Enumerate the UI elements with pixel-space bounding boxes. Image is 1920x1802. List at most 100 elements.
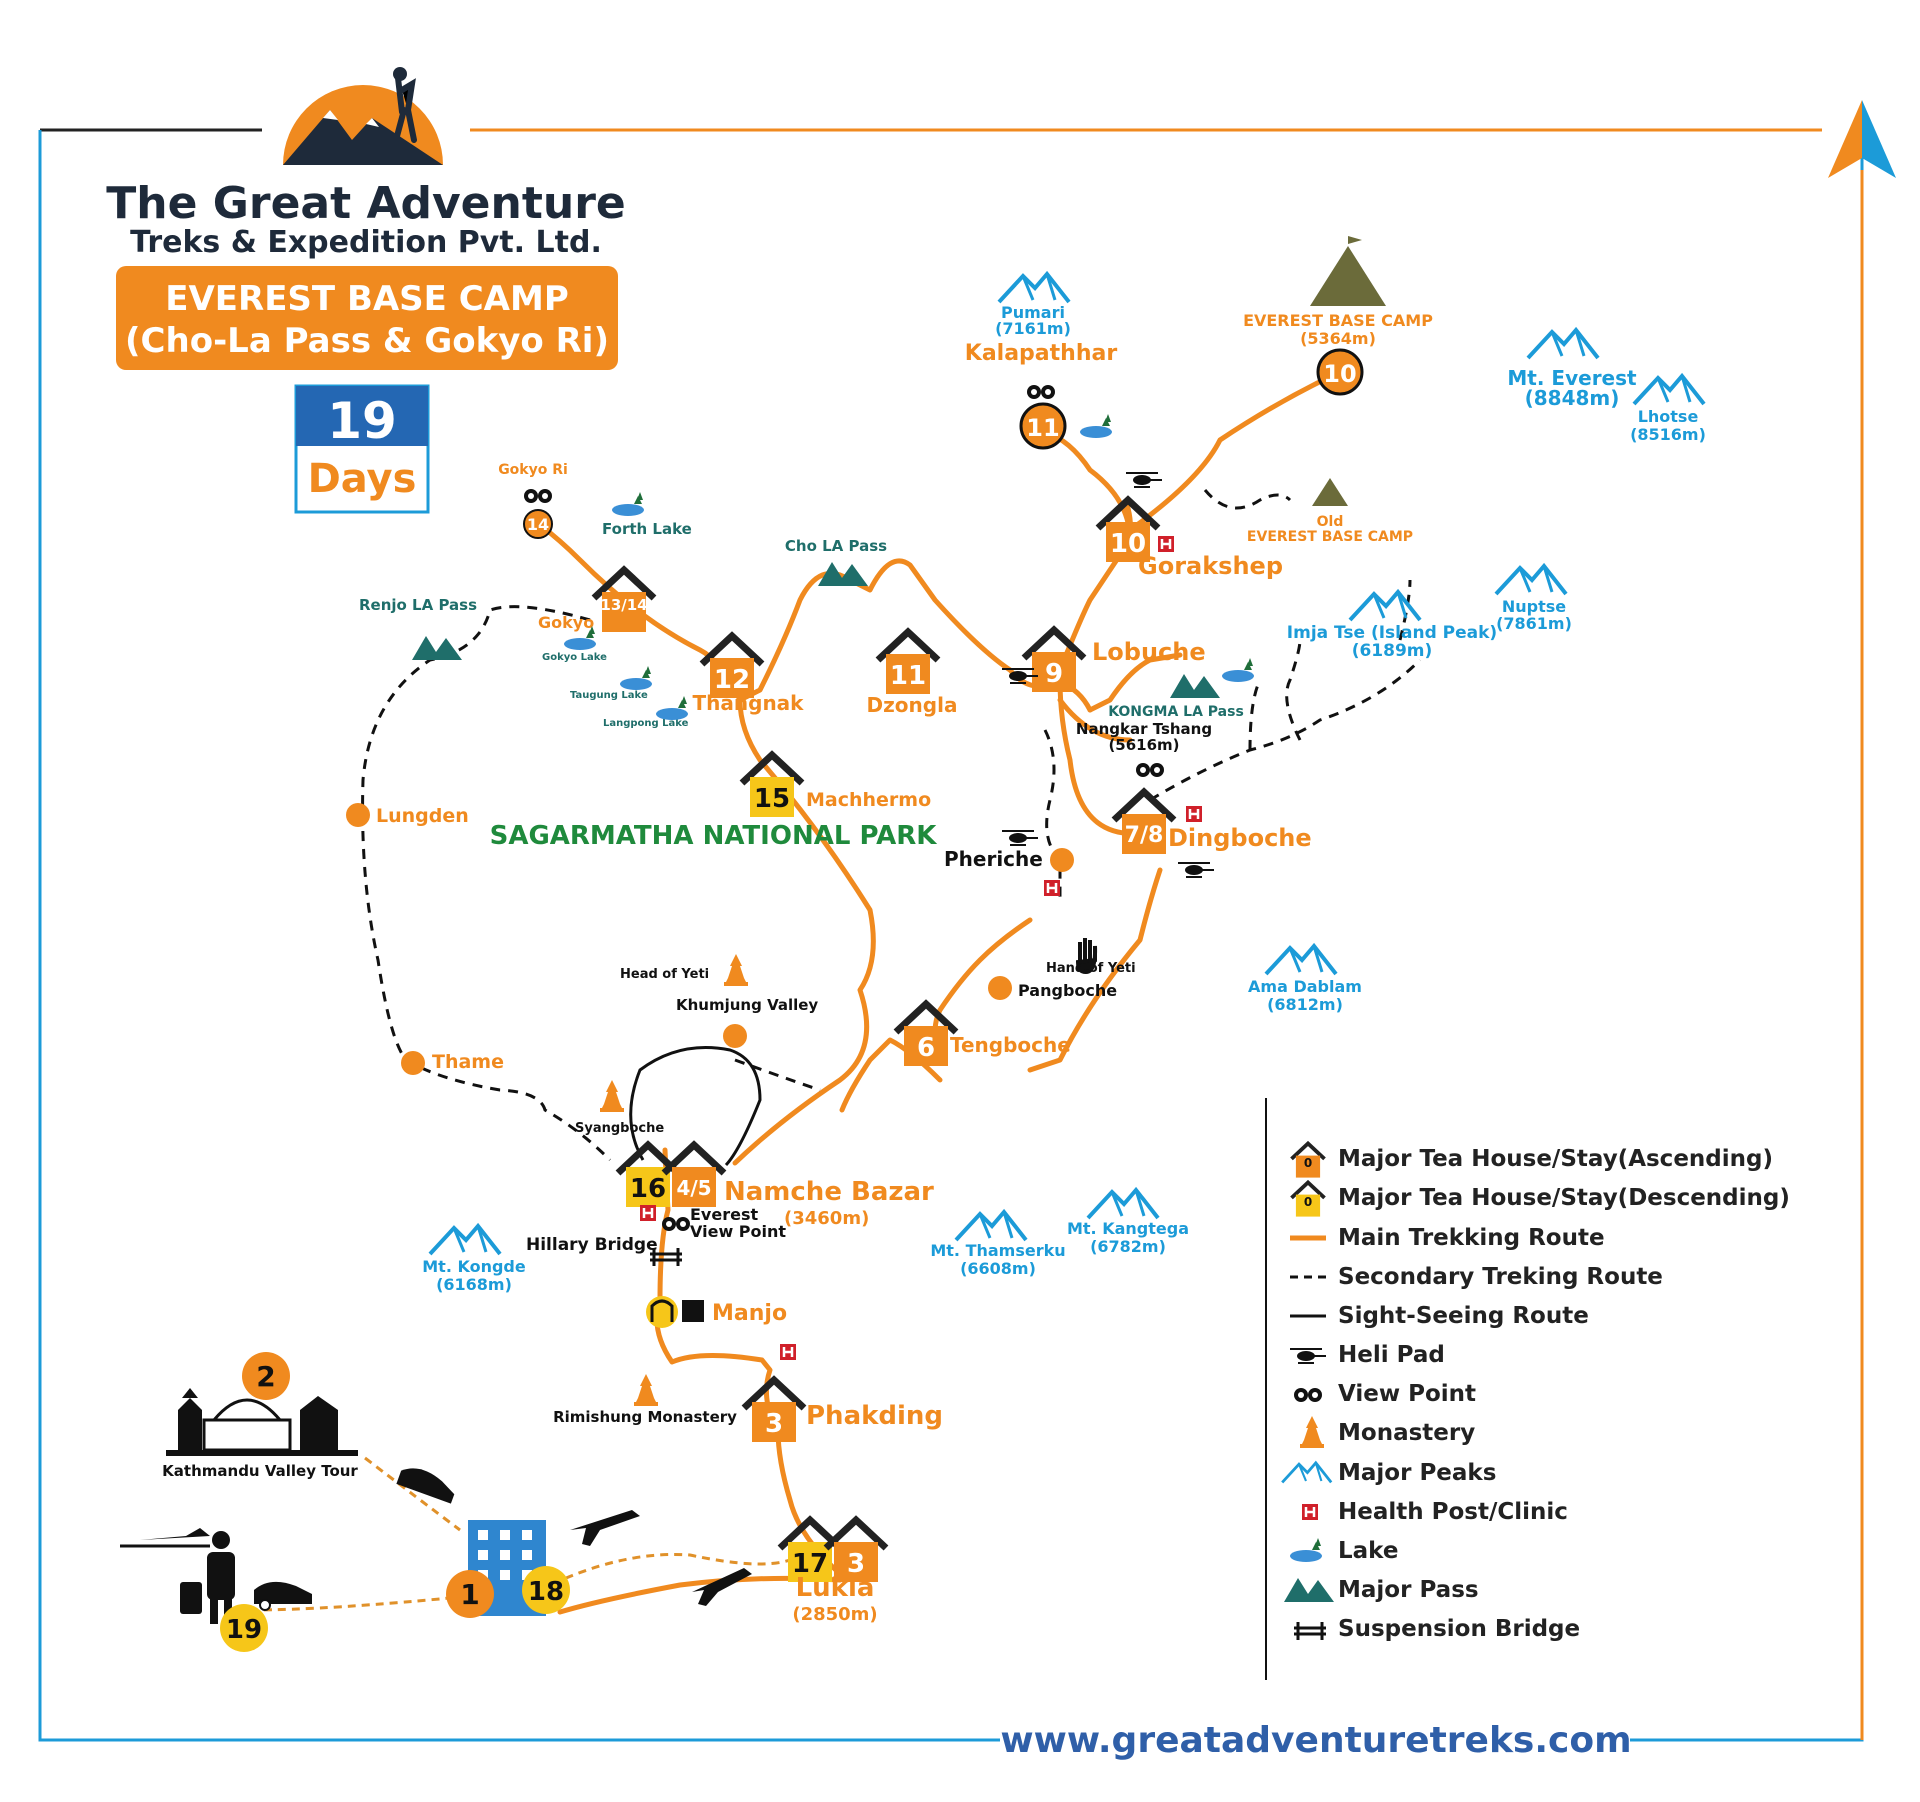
legend-label: Suspension Bridge bbox=[1338, 1616, 1580, 1642]
pangboche-waypoint bbox=[988, 976, 1012, 1000]
lobuche-label: Lobuche bbox=[1092, 638, 1206, 666]
legend-item-health-post: Health Post/Clinic bbox=[1300, 1499, 1568, 1525]
peak-lhotse-alt: (8516m) bbox=[1630, 425, 1706, 444]
airplane-icon bbox=[692, 1568, 752, 1606]
peak-ama-dablam-name: Ama Dablam bbox=[1248, 977, 1362, 996]
company-subname: Treks & Expedition Pvt. Ltd. bbox=[130, 225, 602, 260]
teahouse-lukla-3: 3 bbox=[826, 1520, 886, 1582]
legend-label: Major Peaks bbox=[1338, 1460, 1496, 1486]
kalapatthar-label: Kalapathhar bbox=[965, 341, 1118, 366]
gorakshep-label: Gorakshep bbox=[1138, 552, 1283, 580]
ebc-label-2: (5364m) bbox=[1300, 329, 1376, 348]
teahouse-dingboche-78: 7/8 bbox=[1114, 792, 1174, 854]
lake-icon bbox=[656, 696, 688, 720]
day-marker-2: 2 bbox=[242, 1352, 290, 1400]
pheriche-waypoint bbox=[1050, 848, 1074, 872]
day-marker-11: 11 bbox=[1019, 402, 1067, 450]
duration-unit: Days bbox=[308, 456, 417, 502]
everest-viewpoint-label-1: Everest bbox=[690, 1205, 758, 1224]
peak-kongde-alt: (6168m) bbox=[436, 1275, 512, 1294]
syangboche-label: Syangboche bbox=[575, 1121, 664, 1136]
pheriche-label: Pheriche bbox=[944, 847, 1043, 871]
renjo-label: Renjo LA Pass bbox=[359, 596, 477, 614]
legend-label: Major Tea House/Stay(Descending) bbox=[1338, 1185, 1790, 1211]
lake-icon bbox=[1080, 414, 1112, 438]
renjo-pass-icon bbox=[412, 636, 462, 660]
svg-text:15: 15 bbox=[754, 784, 790, 814]
teahouse-lukla-17: 17 bbox=[780, 1520, 840, 1582]
peak-imja-tse-name: Imja Tse (Island Peak) bbox=[1287, 623, 1497, 643]
day-marker-19: 19 bbox=[220, 1604, 268, 1652]
svg-text:6: 6 bbox=[917, 1033, 935, 1063]
legend-item-major-peaks: Major Peaks bbox=[1280, 1460, 1496, 1486]
hand-of-yeti-icon bbox=[1075, 938, 1098, 975]
peak-lhotse-name: Lhotse bbox=[1638, 407, 1699, 426]
view-point-icon bbox=[662, 1217, 690, 1231]
heli-pad-icon bbox=[1178, 862, 1214, 878]
peak-ama-dablam: Ama Dablam (6812m) bbox=[1248, 944, 1362, 1014]
lukla-label: Lukla bbox=[796, 1573, 875, 1603]
duration-number: 19 bbox=[327, 392, 397, 450]
peak-everest: Mt. Everest (8848m) bbox=[1507, 328, 1637, 410]
peak-kongde-name: Mt. Kongde bbox=[422, 1257, 526, 1276]
secondary-route bbox=[361, 489, 1422, 1162]
dingboche-label: Dingboche bbox=[1168, 824, 1312, 852]
svg-text:4/5: 4/5 bbox=[676, 1176, 711, 1200]
legend-item-major-pass: Major Pass bbox=[1284, 1577, 1479, 1603]
svg-text:16: 16 bbox=[630, 1174, 666, 1204]
website-link[interactable]: www.greatadventuretreks.com bbox=[1000, 1720, 1631, 1761]
svg-text:3: 3 bbox=[847, 1549, 865, 1579]
kathmandu-label: Kathmandu Valley Tour bbox=[162, 1462, 358, 1480]
svg-text:11: 11 bbox=[1026, 414, 1059, 442]
peak-kangtega-alt: (6782m) bbox=[1090, 1237, 1166, 1256]
day-marker-1: 1 bbox=[446, 1570, 494, 1618]
phakding-label: Phakding bbox=[806, 1401, 943, 1431]
legend-label: Lake bbox=[1338, 1538, 1398, 1564]
legend-item-tea-house-descending: 0 Major Tea House/Stay(Descending) bbox=[1289, 1180, 1790, 1219]
legend-item-tea-house-ascending: 0 Major Tea House/Stay(Ascending) bbox=[1289, 1141, 1773, 1180]
map-frame bbox=[38, 128, 1864, 1742]
park-label: SAGARMATHA NATIONAL PARK bbox=[490, 821, 938, 851]
gokyo-label: Gokyo bbox=[538, 613, 594, 632]
head-of-yeti-label: Head of Yeti bbox=[620, 967, 709, 982]
monastery-icon bbox=[724, 954, 748, 986]
peak-pumari-alt: (7161m) bbox=[995, 319, 1071, 338]
legend-label: Secondary Treking Route bbox=[1338, 1264, 1663, 1290]
svg-text:10: 10 bbox=[1323, 360, 1356, 388]
peak-lhotse: Lhotse (8516m) bbox=[1630, 374, 1706, 444]
lake-icon bbox=[620, 666, 652, 690]
teahouse-gorakshep-10: 10 bbox=[1098, 500, 1158, 562]
sightseeing-route bbox=[629, 1046, 762, 1167]
teahouse-thangnak-12: 12 bbox=[702, 636, 762, 698]
forth-lake-label: Forth Lake bbox=[602, 520, 692, 538]
peak-everest-name: Mt. Everest bbox=[1507, 366, 1637, 390]
legend-item-main-route: Main Trekking Route bbox=[1290, 1225, 1605, 1251]
monastery-icon bbox=[600, 1080, 624, 1112]
svg-text:0: 0 bbox=[1304, 1156, 1312, 1170]
legend-item-view-point: View Point bbox=[1294, 1381, 1476, 1407]
thangnak-label: Thangnak bbox=[693, 691, 805, 715]
teahouse-phakding-3: 3 bbox=[744, 1380, 804, 1442]
airplane-icon bbox=[570, 1510, 640, 1546]
peak-thamserku-name: Mt. Thamserku bbox=[930, 1241, 1065, 1260]
legend-label: Health Post/Clinic bbox=[1338, 1499, 1568, 1525]
svg-text:3: 3 bbox=[765, 1409, 783, 1439]
kongma-label-1: KONGMA LA Pass bbox=[1108, 704, 1244, 720]
duration-badge: 19 Days bbox=[294, 384, 430, 514]
day-marker-18: 18 bbox=[522, 1566, 570, 1614]
hillary-bridge-label: Hillary Bridge bbox=[526, 1235, 658, 1255]
lungden-label: Lungden bbox=[376, 805, 469, 827]
svg-text:7/8: 7/8 bbox=[1125, 823, 1164, 848]
peak-imja-tse: Imja Tse (Island Peak) (6189m) bbox=[1287, 590, 1497, 661]
svg-text:12: 12 bbox=[714, 665, 750, 695]
lake-icon bbox=[1222, 658, 1254, 682]
health-post-icon bbox=[1042, 878, 1062, 898]
svg-text:2: 2 bbox=[256, 1360, 275, 1393]
old-ebc-label-2: EVEREST BASE CAMP bbox=[1247, 529, 1413, 545]
legend-item-secondary-route: Secondary Treking Route bbox=[1290, 1264, 1663, 1290]
health-post-icon bbox=[1156, 534, 1176, 554]
kongma-pass-icon bbox=[1170, 674, 1220, 698]
peak-nuptse: Nuptse (7861m) bbox=[1494, 564, 1572, 633]
khumjung-label: Khumjung Valley bbox=[676, 996, 818, 1014]
